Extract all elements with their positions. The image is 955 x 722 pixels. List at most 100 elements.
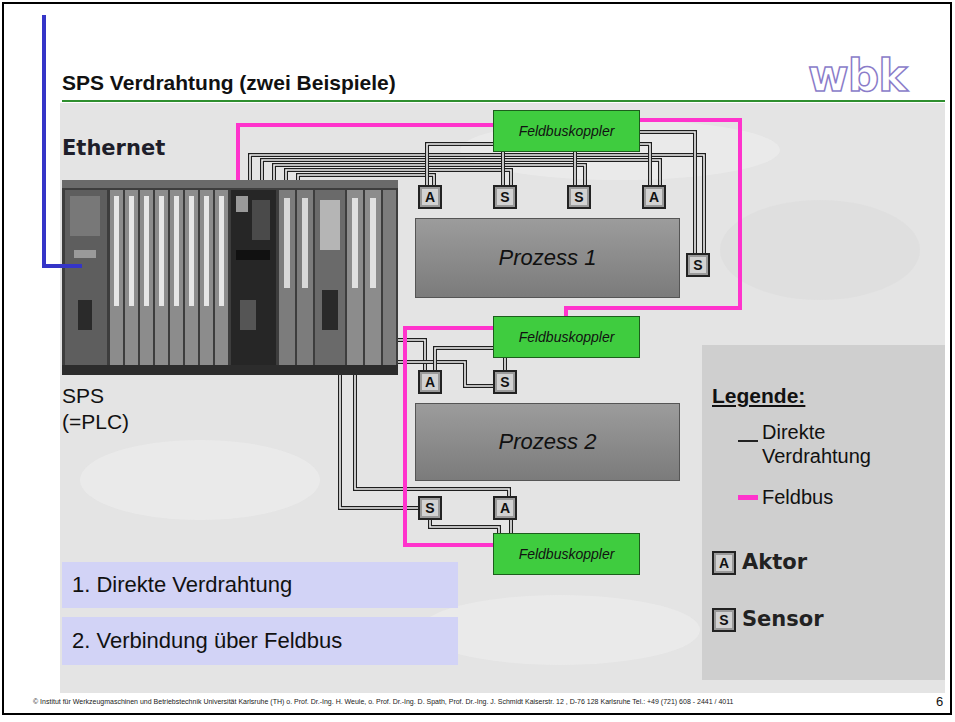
- node-text: A: [649, 189, 659, 205]
- fieldbus-line: [238, 125, 493, 180]
- direct-wire: [430, 520, 499, 533]
- legend-text: Feldbus: [762, 485, 833, 509]
- node-text: S: [574, 189, 583, 205]
- wire-outline: [298, 175, 434, 185]
- wire-outline: [398, 340, 425, 370]
- wire-outline: [640, 144, 650, 185]
- actuator-box: A: [418, 370, 442, 394]
- plc-illustration: [62, 180, 398, 375]
- legend-text: Aktor: [742, 550, 807, 574]
- wire-outline: [262, 160, 660, 185]
- direct-wire: [286, 170, 511, 185]
- process-box: Prozess 2: [415, 403, 680, 481]
- legend-text: Sensor: [742, 607, 824, 631]
- actuator-box: A: [493, 496, 517, 520]
- wire-outline: [509, 520, 513, 533]
- wire-outline: [398, 362, 493, 386]
- wire-core: [398, 362, 493, 386]
- node-text: Prozess 1: [499, 245, 597, 271]
- direct-wire: [398, 362, 493, 386]
- fieldbus-coupler: Feldbuskoppler: [493, 316, 640, 358]
- node-text: S: [693, 257, 702, 273]
- fieldbus-coupler: Feldbuskoppler: [493, 110, 640, 152]
- node-text: Feldbuskoppler: [519, 546, 615, 562]
- node-text: S: [500, 374, 509, 390]
- legend-panel: [702, 345, 945, 680]
- wire-core: [504, 358, 506, 370]
- direct-wire: [640, 144, 650, 185]
- wire-core: [502, 152, 504, 185]
- direct-wire: [505, 358, 506, 370]
- direct-wire: [427, 144, 493, 185]
- wire-core: [274, 165, 585, 185]
- wire-core: [430, 520, 499, 533]
- title-underline: [62, 100, 945, 102]
- wire-outline: [427, 144, 493, 185]
- direct-wiring-layer: [250, 132, 704, 533]
- sensor-box: S: [493, 185, 517, 209]
- node-text: S: [425, 500, 434, 516]
- direct-wire: [435, 348, 493, 370]
- plc-unit: SPS (=PLC): [62, 180, 398, 375]
- node-text: Prozess 2: [499, 429, 597, 455]
- page-number: 6: [936, 694, 943, 709]
- marble-texture: [420, 595, 700, 665]
- summary-band: 1. Direkte Verdrahtung: [62, 562, 458, 608]
- node-text: A: [425, 189, 435, 205]
- fieldbus-stroke: [238, 125, 493, 180]
- wire-core: [398, 340, 425, 370]
- legend-swatch: [738, 495, 758, 500]
- node-text: S: [500, 189, 509, 205]
- legend-heading: Legende:: [712, 384, 805, 408]
- node-text: 1. Direkte Verdrahtung: [72, 572, 292, 598]
- node-text: A: [500, 500, 510, 516]
- wire-outline: [435, 348, 493, 370]
- direct-wire: [274, 165, 585, 185]
- direct-wire: [511, 520, 512, 533]
- wire-outline: [430, 520, 499, 533]
- direct-wire: [298, 175, 434, 185]
- wire-outline: [286, 170, 511, 185]
- node-text: Feldbuskoppler: [519, 329, 615, 345]
- wire-core: [298, 175, 434, 185]
- direct-wire: [575, 152, 576, 185]
- logo-text: wbk: [808, 54, 906, 98]
- sensor-box: S: [418, 496, 442, 520]
- wire-core: [286, 170, 511, 185]
- wire-outline: [274, 165, 585, 185]
- wire-core: [640, 144, 650, 185]
- sensor-box: S: [567, 185, 591, 209]
- footer-text: © Institut für Werkzeugmaschinen und Bet…: [33, 698, 733, 705]
- wire-outline: [503, 358, 507, 370]
- wire-core: [574, 152, 576, 185]
- wire-core: [435, 348, 493, 370]
- node-text: A: [425, 374, 435, 390]
- wire-core: [510, 520, 512, 533]
- fieldbus-layer: [238, 120, 740, 545]
- plc-label: SPS (=PLC): [62, 383, 144, 436]
- legend-symbol: A: [712, 551, 736, 575]
- slide-frame: [3, 3, 951, 714]
- wire-outline: [501, 152, 505, 185]
- actuator-box: A: [418, 185, 442, 209]
- slide-title: SPS Verdrahtung (zwei Beispiele): [62, 71, 396, 95]
- marble-ground: [60, 103, 945, 693]
- direct-wire: [262, 160, 660, 185]
- legend-text: Direkte Verdrahtung: [762, 420, 927, 468]
- network-label: Ethernet: [62, 136, 165, 160]
- sensor-box: S: [686, 253, 710, 277]
- node-text: Feldbuskoppler: [519, 123, 615, 139]
- direct-wire: [503, 152, 504, 185]
- summary-band: 2. Verbindung über Feldbus: [62, 617, 458, 665]
- wire-core: [262, 160, 660, 185]
- fieldbus-coupler: Feldbuskoppler: [493, 533, 640, 575]
- node-text: 2. Verbindung über Feldbus: [72, 628, 342, 654]
- direct-wire: [398, 340, 425, 370]
- process-box: Prozess 1: [415, 218, 680, 298]
- legend-symbol: S: [712, 608, 736, 632]
- marble-texture: [720, 200, 920, 300]
- legend-line-sample: [738, 440, 758, 442]
- wire-core: [427, 144, 493, 185]
- wire-outline: [573, 152, 577, 185]
- marble-texture: [80, 440, 320, 520]
